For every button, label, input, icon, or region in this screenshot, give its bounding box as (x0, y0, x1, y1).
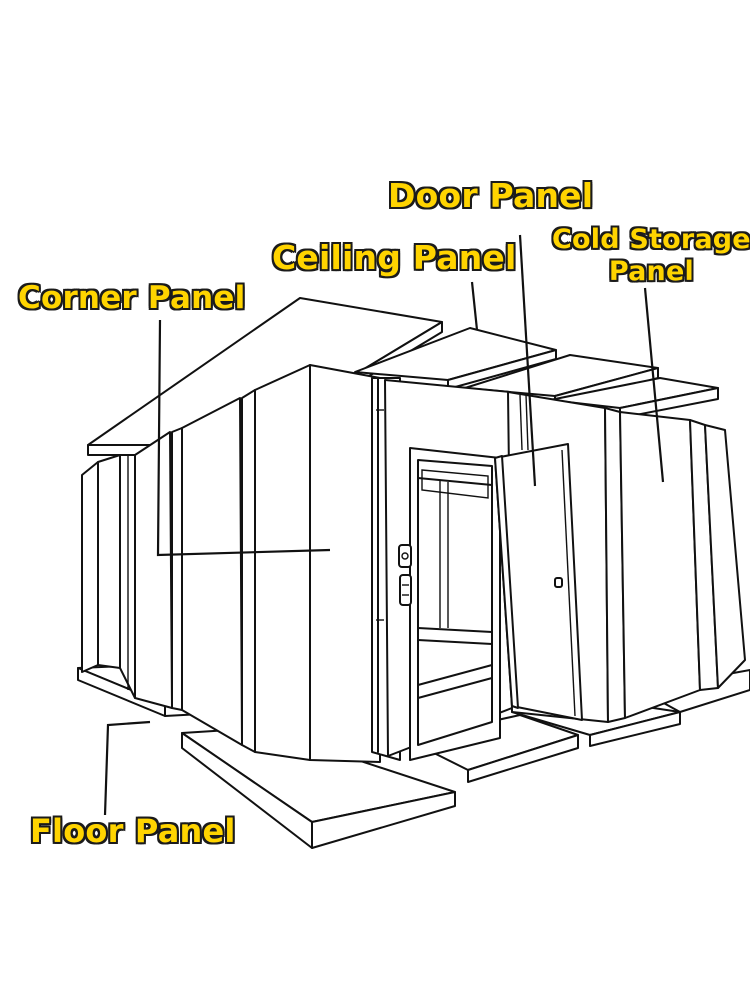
label-door-panel: Door Panel (388, 176, 594, 215)
label-cold-storage-panel: Cold Storage Panel (552, 224, 750, 288)
label-ceiling-panel: Ceiling Panel (272, 238, 517, 277)
label-floor-panel: Floor Panel (30, 812, 236, 850)
door-opening (398, 447, 501, 761)
left-wall-panels (81, 364, 381, 763)
label-corner-panel: Corner Panel (18, 280, 246, 316)
door-leaf (494, 443, 583, 721)
label-cold-storage-line2: Panel (608, 256, 694, 287)
leader-lines (103, 234, 665, 816)
label-cold-storage-line1: Cold Storage (552, 224, 750, 255)
